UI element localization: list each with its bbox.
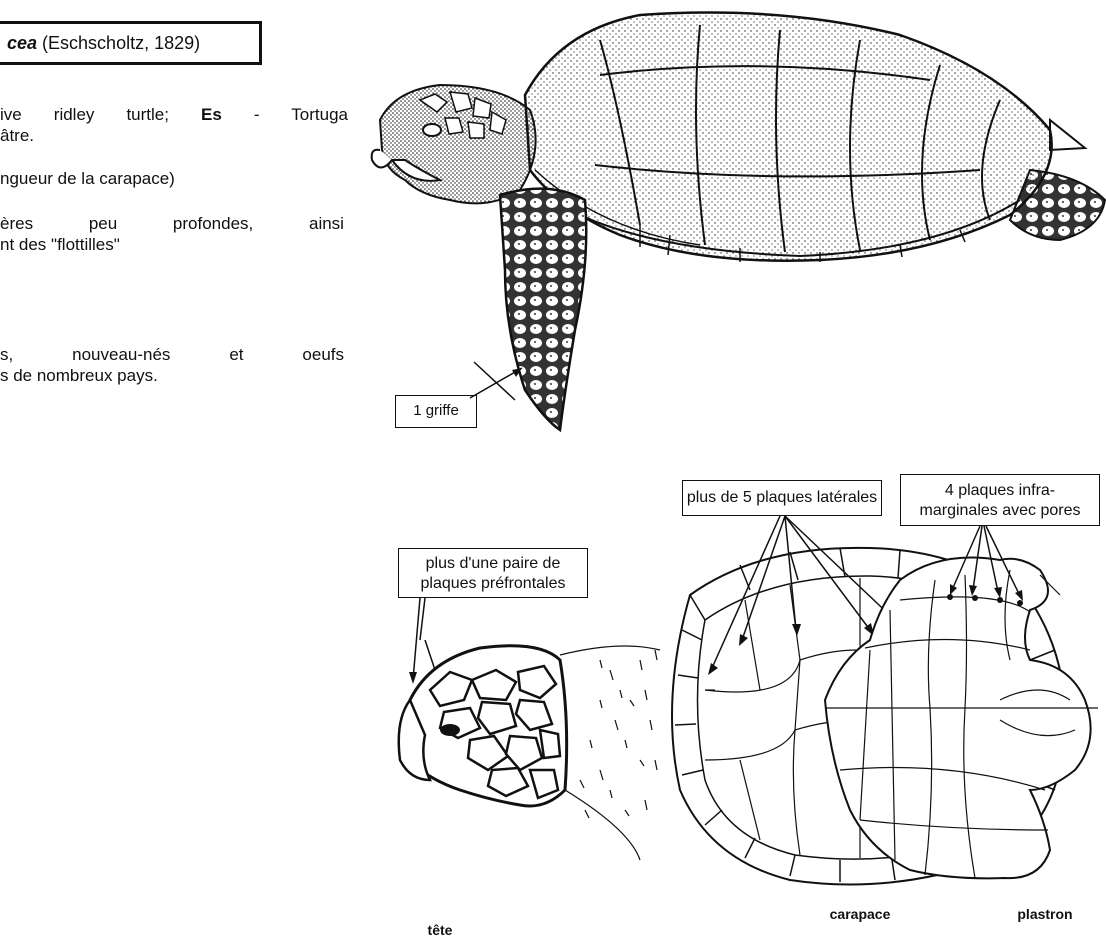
caption-plastron: plastron xyxy=(985,906,1105,922)
